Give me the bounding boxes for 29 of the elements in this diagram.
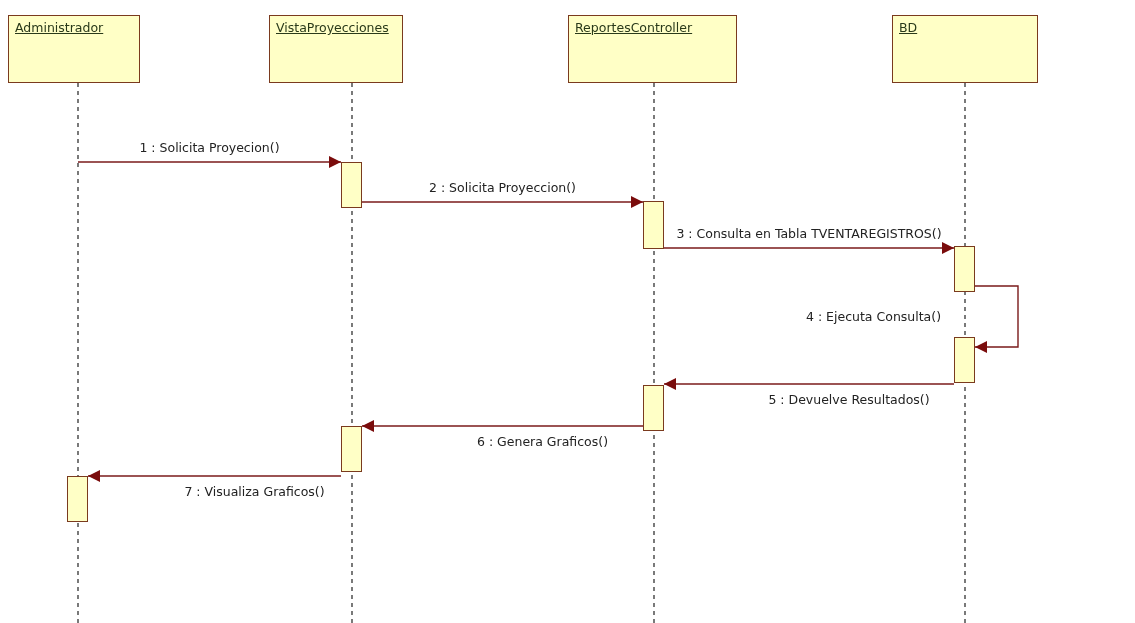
- object-name: BD: [899, 20, 918, 35]
- lifeline-header: [892, 15, 1038, 83]
- lifeline-header: [568, 15, 737, 83]
- message-arrow: [361, 420, 644, 432]
- message-arrow: [663, 378, 955, 390]
- lifeline-header: [269, 15, 403, 83]
- object-name: VistaProyecciones: [276, 20, 389, 35]
- message-label: 2 : Solicita Proyeccion(): [427, 180, 578, 195]
- message-arrow: [361, 196, 644, 208]
- message-arrow: [87, 470, 342, 482]
- object-name: Administrador: [15, 20, 104, 35]
- activation-bar: [67, 476, 88, 522]
- message-label: 1 : Solicita Proyecion(): [137, 140, 282, 155]
- activation-bar: [954, 337, 975, 383]
- message-label: 4 : Ejecuta Consulta(): [804, 308, 944, 324]
- activation-bar: [341, 162, 362, 208]
- message-arrow: [974, 285, 1019, 353]
- activation-bar: [643, 201, 664, 249]
- message-label: 3 : Consulta en Tabla TVENTAREGISTROS(): [674, 226, 944, 241]
- activation-bar: [954, 246, 975, 292]
- activation-bar: [643, 385, 664, 431]
- message-label: 5 : Devuelve Resultados(): [766, 392, 932, 407]
- lifeline-header: [8, 15, 140, 83]
- activation-bar: [341, 426, 362, 472]
- object-name: ReportesController: [575, 20, 693, 35]
- message-label: 7 : Visualiza Graficos(): [182, 484, 327, 499]
- message-arrow: [663, 242, 955, 254]
- message-label: 6 : Genera Graficos(): [475, 434, 610, 449]
- message-arrow: [77, 156, 342, 168]
